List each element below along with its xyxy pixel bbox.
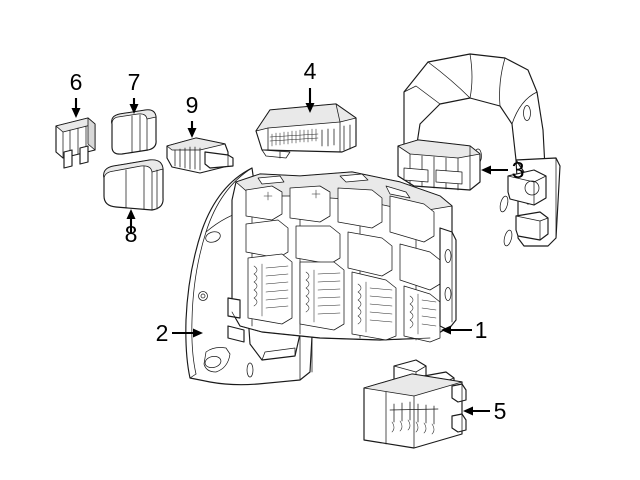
callout-7-number: 7 bbox=[128, 69, 141, 95]
fuse-terminal-group-b bbox=[299, 261, 345, 331]
callout-8: 8 bbox=[125, 209, 138, 247]
fuse-terminal-group-c bbox=[351, 271, 397, 341]
callout-5: 5 bbox=[463, 398, 506, 424]
callout-1-number: 1 bbox=[475, 317, 488, 343]
part-relay-connector-module bbox=[397, 139, 481, 191]
fuse-terminal-group-a bbox=[247, 253, 293, 325]
part-fuse-junction-block bbox=[227, 171, 457, 343]
callout-3-number: 3 bbox=[512, 157, 525, 183]
fuse-terminal-group-d bbox=[403, 285, 441, 343]
callout-6: 6 bbox=[70, 69, 83, 118]
callout-1: 1 bbox=[441, 317, 487, 343]
part-blade-fuse bbox=[55, 117, 96, 169]
callout-5-number: 5 bbox=[494, 398, 507, 424]
part-lower-wiring-connector bbox=[363, 359, 467, 449]
part-ribbed-relay-puller bbox=[166, 137, 234, 174]
callout-8-number: 8 bbox=[125, 221, 138, 247]
part-small-relay-cover bbox=[111, 109, 157, 155]
callout-4-number: 4 bbox=[304, 58, 317, 84]
callout-9-number: 9 bbox=[186, 92, 199, 118]
part-rear-support-bracket bbox=[403, 53, 561, 247]
callout-6-number: 6 bbox=[70, 69, 83, 95]
callout-7: 7 bbox=[128, 69, 141, 114]
callout-3: 3 bbox=[481, 157, 524, 183]
callout-4: 4 bbox=[304, 58, 317, 113]
callout-9: 9 bbox=[186, 92, 199, 138]
callout-2: 2 bbox=[156, 320, 203, 346]
part-mounting-bracket-panel bbox=[185, 167, 313, 386]
callout-layer: 1 2 3 4 5 bbox=[70, 58, 525, 424]
part-large-relay-cover bbox=[103, 159, 164, 211]
callout-2-number: 2 bbox=[156, 320, 169, 346]
part-upper-fuse-connector-block bbox=[255, 103, 357, 159]
